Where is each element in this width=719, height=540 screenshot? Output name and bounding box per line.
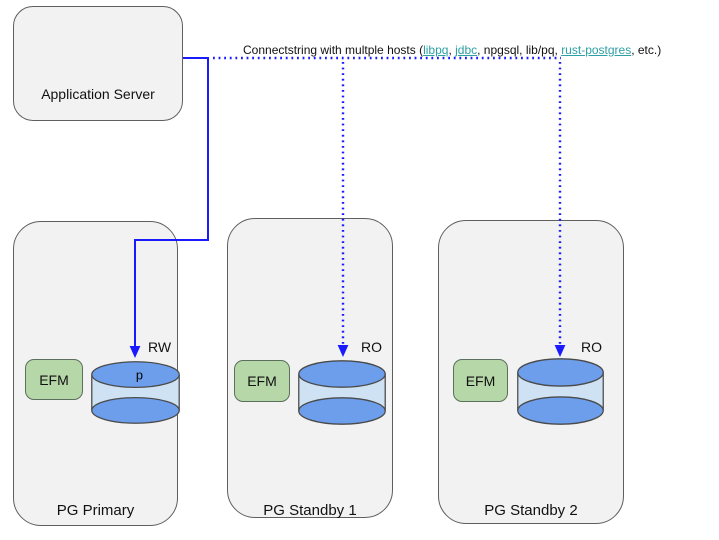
db-letter: p (136, 368, 143, 383)
database-cylinder-icon-primary: p (91, 361, 180, 424)
rust-postgres-link[interactable]: rust-postgres (561, 43, 632, 57)
connect-note: Connectstring with multple hosts (libpq,… (243, 43, 661, 57)
efm-badge-standby-1: EFM (234, 360, 290, 402)
app-server-label: Application Server (41, 86, 155, 102)
libpq-link[interactable]: libpq (423, 43, 449, 57)
note-text: , npgsql, lib/pq, (477, 43, 562, 57)
pg-standby-1-label: PG Standby 1 (263, 502, 357, 519)
pg-standby-2-label: PG Standby 2 (484, 502, 578, 519)
pg-primary-label: PG Primary (56, 502, 135, 519)
efm-badge-primary: EFM (25, 359, 83, 400)
efm-label: EFM (247, 373, 277, 389)
efm-badge-standby-2: EFM (453, 359, 508, 402)
app-server-node (13, 6, 183, 121)
jdbc-link[interactable]: jdbc (455, 43, 478, 57)
efm-label: EFM (465, 372, 496, 389)
database-cylinder-icon-standby-1 (298, 360, 386, 425)
access-label-ro-standby-2: RO (581, 339, 602, 355)
note-text: , (448, 43, 456, 57)
note-text: , etc.) (631, 43, 662, 57)
database-cylinder-icon-standby-2 (517, 358, 604, 425)
access-label-rw: RW (148, 339, 172, 355)
access-label-ro-standby-1: RO (361, 339, 382, 355)
efm-label: EFM (39, 371, 69, 388)
note-text: Connectstring with multple hosts ( (243, 43, 424, 57)
